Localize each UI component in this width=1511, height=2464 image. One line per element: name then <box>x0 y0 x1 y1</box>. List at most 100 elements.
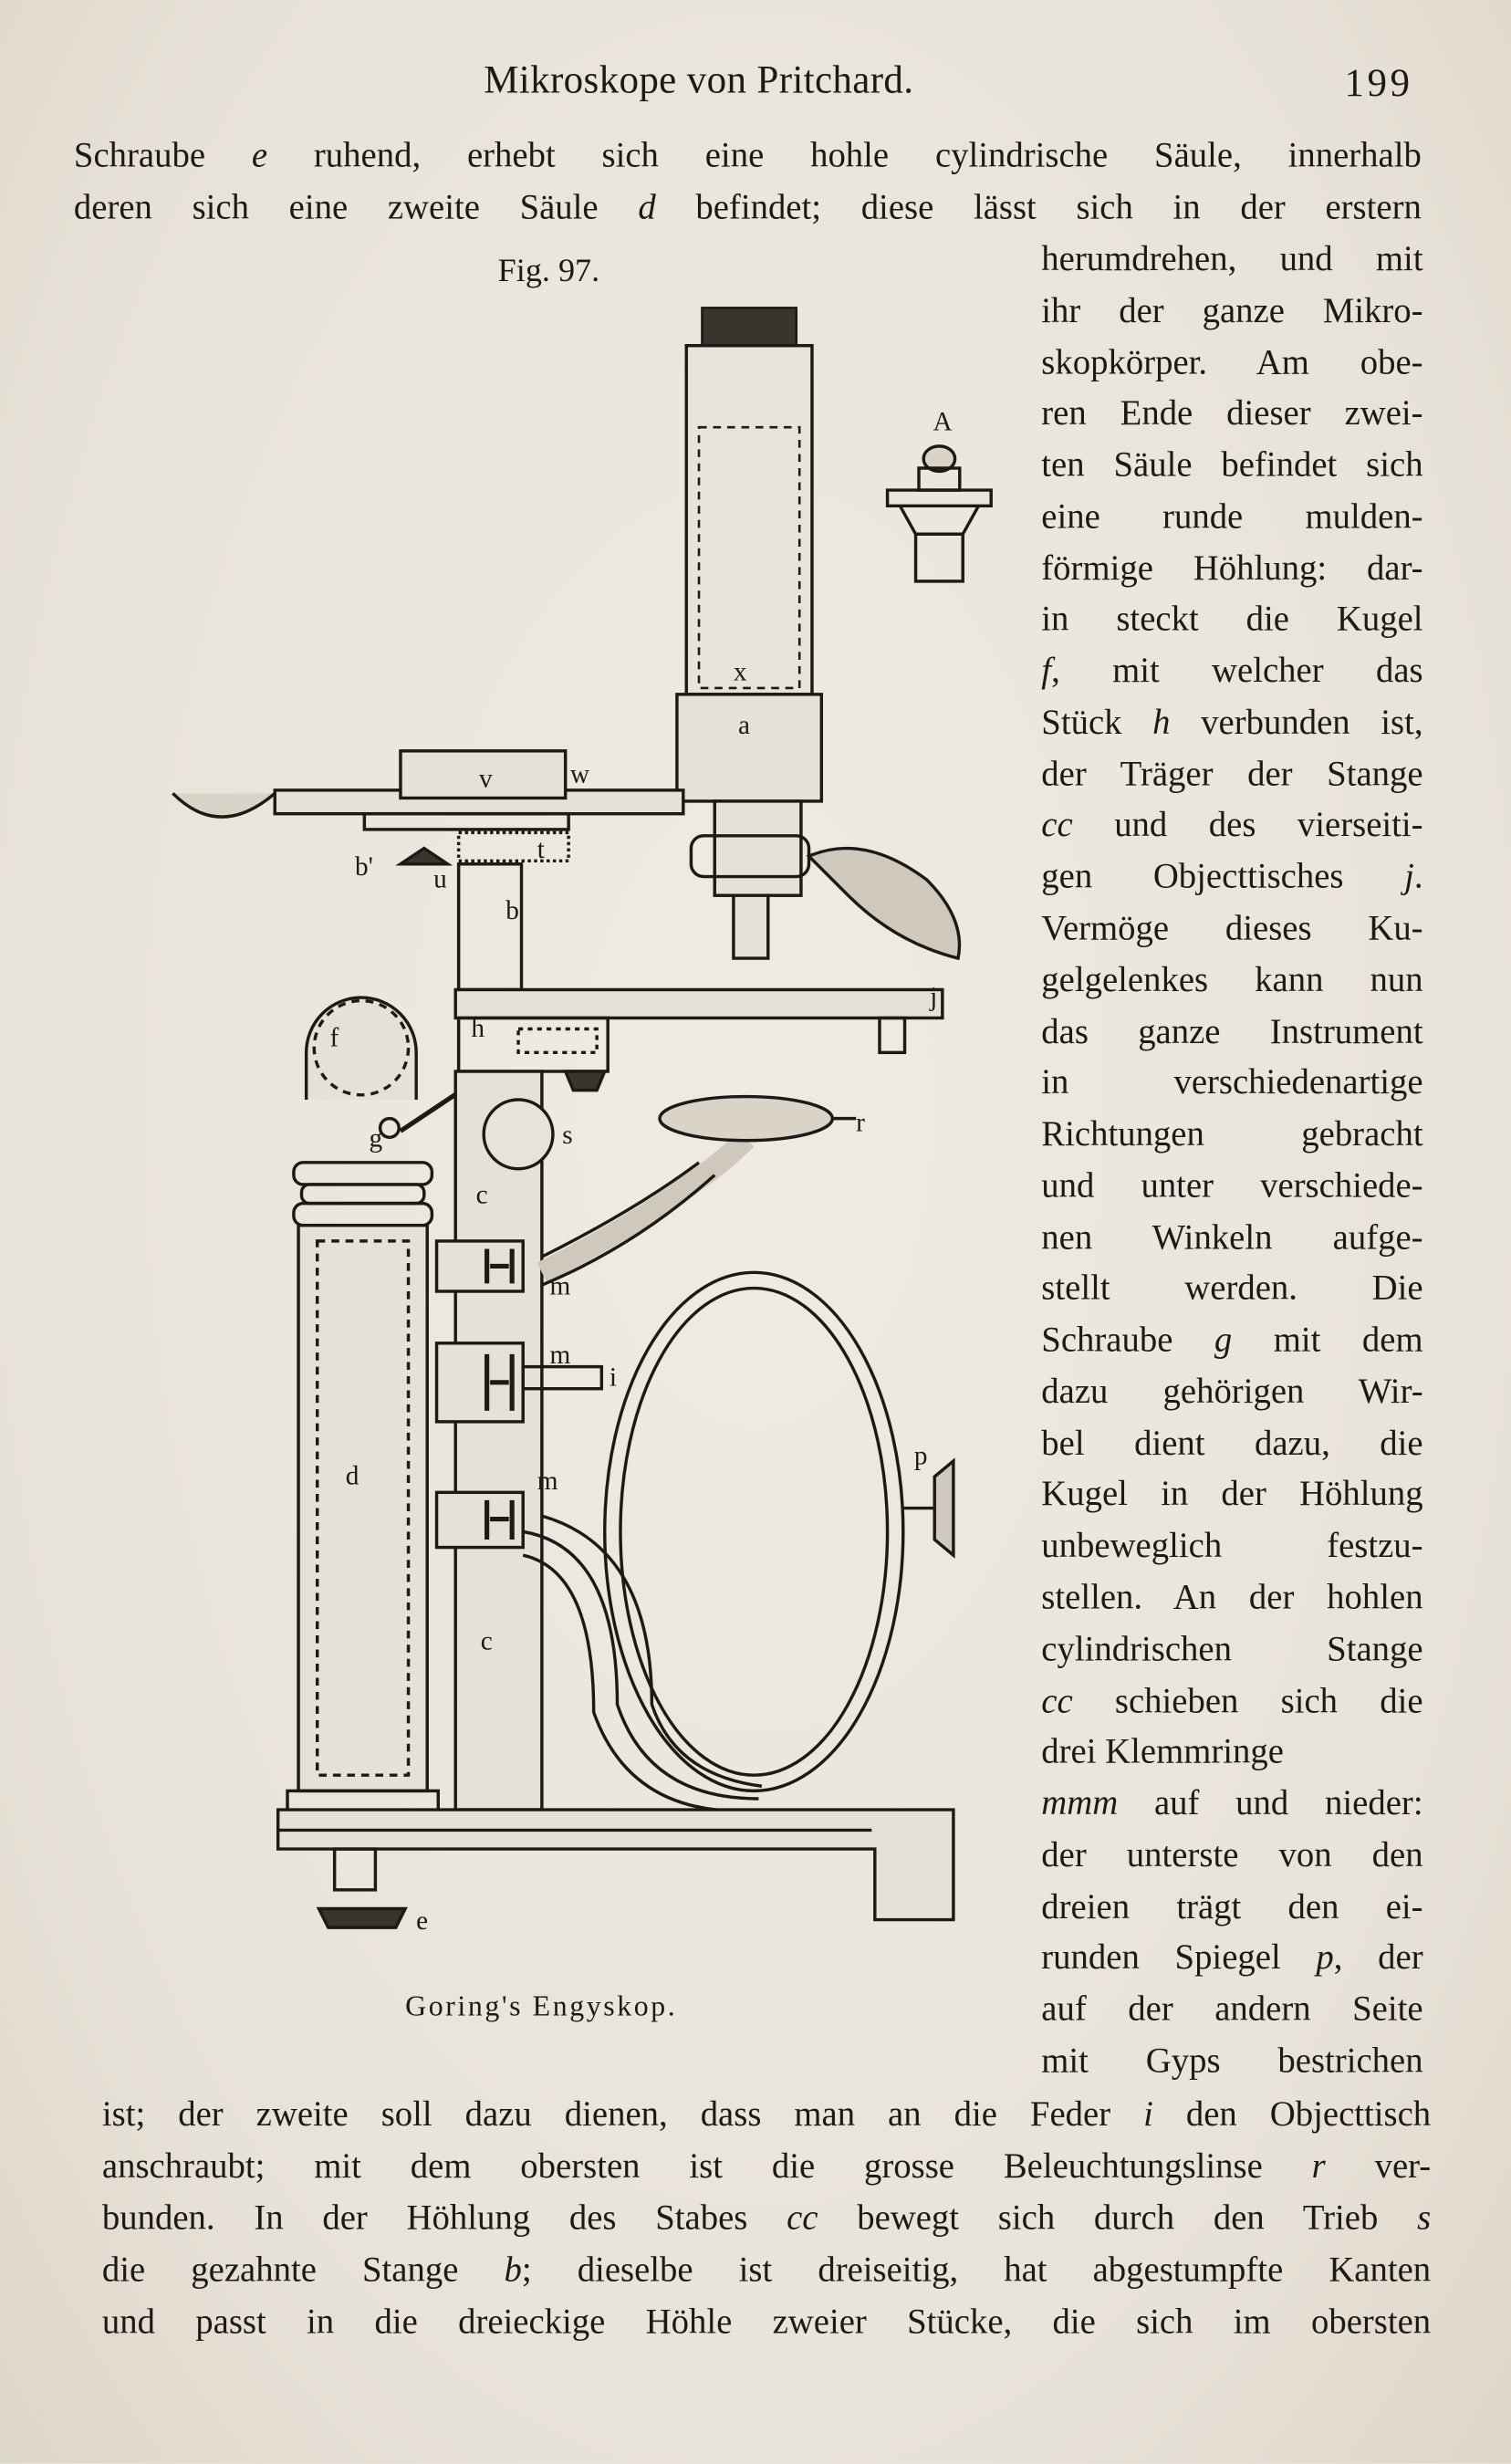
label-b-prime: b' <box>355 852 373 882</box>
text-run: ; dieselbe ist dreiseitig, hat abgestump… <box>521 2250 1432 2290</box>
mirror-p <box>522 1270 955 1813</box>
label-h: h <box>471 1014 485 1043</box>
column-c <box>434 1070 857 1811</box>
upper-arm <box>172 749 685 866</box>
stage-j <box>453 987 944 1092</box>
text-run: dazu gehörigen Wir- <box>1041 1371 1423 1411</box>
italic-symbol: cc <box>1041 1680 1073 1720</box>
text-run: ten Säule befindet sich <box>1041 444 1423 485</box>
base <box>276 1808 955 1929</box>
label-d: d <box>346 1462 360 1491</box>
text-run: der Träger der Stange <box>1041 753 1423 793</box>
text-run: Stück <box>1041 702 1153 742</box>
text-line: ren Ende dieser zwei- <box>1041 393 1422 434</box>
label-x: x <box>734 657 747 686</box>
side-lamp <box>689 834 962 961</box>
text-line: cc und des vierseiti- <box>1041 805 1422 846</box>
text-line: dreien trägt den ei- <box>1041 1886 1422 1927</box>
label-m-1: m <box>549 1271 570 1300</box>
italic-symbol: e <box>251 135 268 175</box>
text-run: ihr der ganze Mikro- <box>1041 290 1423 330</box>
text-line: unbeweglich festzu- <box>1041 1526 1422 1567</box>
label-u: u <box>433 865 447 894</box>
label-A: A <box>933 408 953 437</box>
text-run: in verschiedenartige <box>1041 1062 1423 1102</box>
eyepiece-a <box>885 444 993 583</box>
text-line: stellen. An der hohlen <box>1041 1577 1422 1618</box>
text-run: die gezahnte Stange <box>101 2250 505 2290</box>
text-line: ist; der zweite soll dazu dienen, dass m… <box>102 2094 1431 2135</box>
label-a: a <box>738 711 750 740</box>
text-run: schieben sich die <box>1072 1680 1423 1720</box>
text-line: mmm auf und nieder: <box>1041 1783 1422 1824</box>
figure-caption: Goring's Engyskop. <box>405 1991 678 2024</box>
text-line: ihr der ganze Mikro- <box>1041 290 1422 331</box>
text-line: der Träger der Stange <box>1041 754 1422 795</box>
text-line: Vermöge dieses Ku- <box>1041 908 1422 949</box>
text-run: und des vierseiti- <box>1072 805 1423 845</box>
text-line: f, mit welcher das <box>1041 651 1422 692</box>
text-run: ver- <box>1325 2146 1432 2186</box>
text-run: stellt werden. Die <box>1041 1268 1423 1308</box>
text-run: Kugel in der Höhlung <box>1041 1474 1423 1514</box>
text-line: in verschiedenartige <box>1041 1062 1422 1103</box>
text-run: förmige Höhlung: dar- <box>1041 548 1423 588</box>
text-line: Schraube e ruhend, erhebt sich eine hohl… <box>74 135 1422 176</box>
text-run: herumdrehen, und mit <box>1041 238 1423 278</box>
text-line: cc schieben sich die <box>1041 1680 1422 1721</box>
text-line: dazu gehörigen Wir- <box>1041 1372 1422 1413</box>
text-run: . <box>1413 856 1423 896</box>
figure-number: Fig. 97. <box>497 251 600 289</box>
text-line: Schraube g mit dem <box>1041 1320 1422 1361</box>
label-b: b <box>505 896 519 925</box>
text-run: bunden. In der Höhlung des Stabes <box>101 2198 787 2238</box>
text-line: die gezahnte Stange b; dieselbe ist drei… <box>102 2250 1431 2291</box>
text-run: nen Winkeln aufge- <box>1041 1216 1423 1257</box>
text-run: mit Gyps bestrichen <box>1041 2040 1423 2081</box>
text-run: dreien trägt den ei- <box>1041 1885 1423 1926</box>
text-line: gelgelenkes kann nun <box>1041 959 1422 1000</box>
text-line: ten Säule befindet sich <box>1041 444 1422 485</box>
label-f: f <box>329 1023 339 1052</box>
rack-b <box>456 862 524 992</box>
text-run: anschraubt; mit dem obersten ist die gro… <box>101 2146 1312 2186</box>
text-line: das ganze Instrument <box>1041 1011 1422 1052</box>
text-line: skopkörper. Am obe- <box>1041 341 1422 382</box>
text-run: drei Klemmringe <box>1041 1731 1284 1771</box>
label-w: w <box>570 759 589 788</box>
page-number: 199 <box>1344 62 1413 106</box>
text-line: der unterste von den <box>1041 1834 1422 1875</box>
text-line: cylindrischen Stange <box>1041 1629 1422 1670</box>
pillar-d <box>286 996 473 1815</box>
label-m-3: m <box>537 1467 558 1496</box>
text-run: Vermöge dieses Ku- <box>1041 907 1423 948</box>
text-run: Schraube <box>73 135 252 175</box>
text-run: ren Ende dieser zwei- <box>1041 392 1423 433</box>
text-run: gelgelenkes kann nun <box>1041 959 1423 999</box>
italic-symbol: mmm <box>1041 1782 1119 1822</box>
text-line: Kugel in der Höhlung <box>1041 1474 1422 1515</box>
text-line: nen Winkeln aufge- <box>1041 1216 1422 1258</box>
italic-symbol: b <box>504 2250 522 2290</box>
label-c-lower: c <box>481 1626 493 1655</box>
text-run: Richtungen gebracht <box>1041 1113 1423 1154</box>
text-run: gen Objecttisches <box>1041 856 1405 896</box>
text-run: bel dient dazu, die <box>1041 1423 1423 1463</box>
italic-symbol: f <box>1041 650 1052 690</box>
label-c-upper: c <box>476 1181 488 1210</box>
italic-symbol: cc <box>1041 805 1073 845</box>
text-run: ruhend, erhebt sich eine hohle cylindris… <box>267 135 1422 175</box>
text-run: stellen. An der hohlen <box>1041 1577 1423 1617</box>
text-line: runden Spiegel p, der <box>1041 1937 1422 1979</box>
text-line: und passt in die dreieckige Höhle zweier… <box>102 2302 1431 2343</box>
text-run: , der <box>1333 1937 1423 1978</box>
label-s: s <box>562 1121 572 1150</box>
text-run: Schraube <box>1041 1320 1214 1360</box>
italic-symbol: j <box>1404 856 1414 896</box>
text-line: anschraubt; mit dem obersten ist die gro… <box>102 2146 1431 2187</box>
text-run: unbeweglich festzu- <box>1041 1525 1423 1565</box>
text-run: bewegt sich durch den Trieb <box>818 2198 1418 2238</box>
text-line: stellt werden. Die <box>1041 1269 1422 1310</box>
label-t: t <box>537 835 545 864</box>
